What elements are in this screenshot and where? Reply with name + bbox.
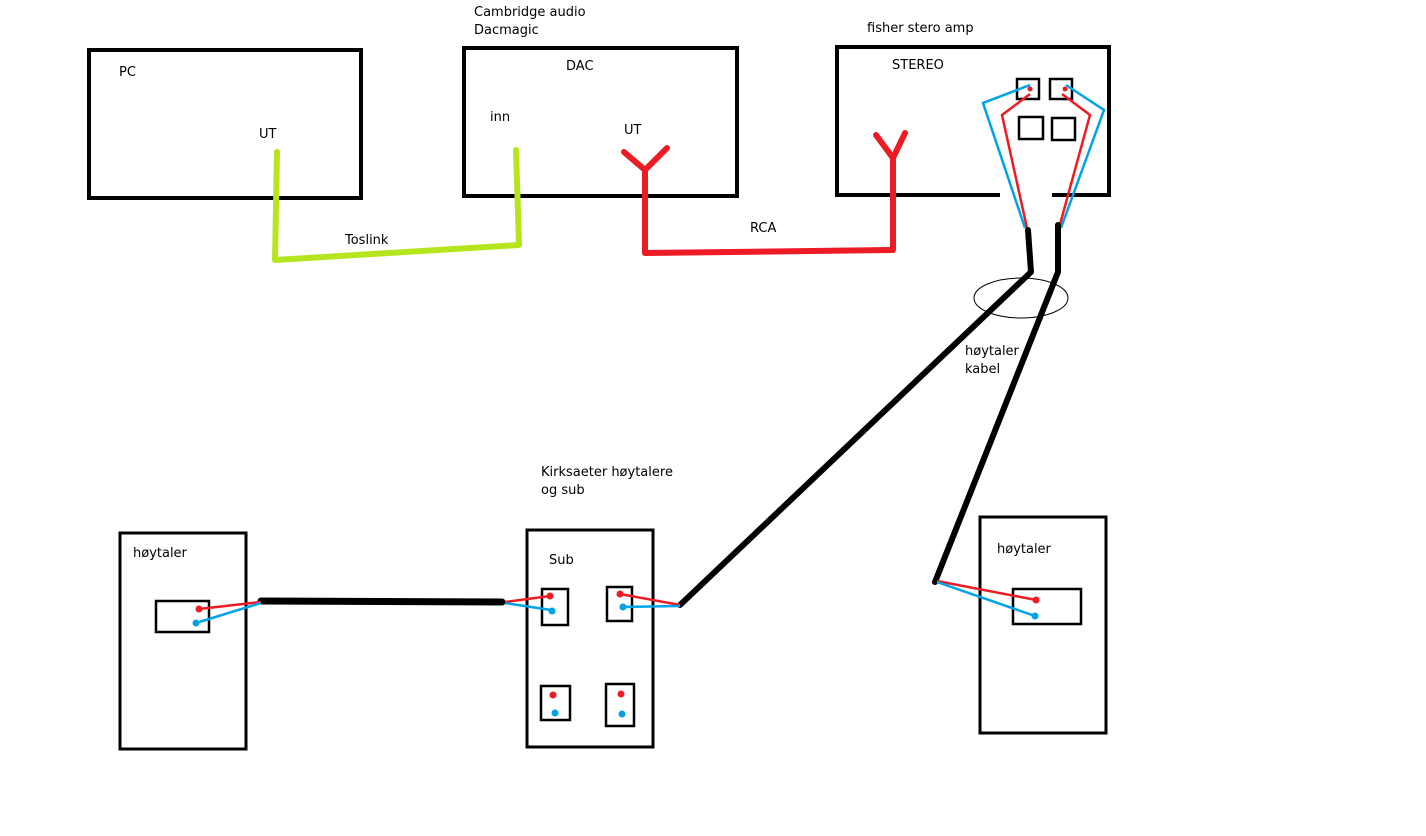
sub-box xyxy=(525,528,655,749)
amp-terminal xyxy=(1048,77,1074,101)
dac-brand-line1: Cambridge audio xyxy=(474,5,586,20)
amp-negative-wire-left xyxy=(981,83,1031,229)
amp-brand-label: fisher stero amp xyxy=(867,21,974,36)
dac-label: DAC xyxy=(566,59,594,74)
cable-label-line2: kabel xyxy=(965,362,1001,377)
rca-cable xyxy=(642,158,896,256)
pc-box xyxy=(87,48,363,200)
dac-in-label: inn xyxy=(490,110,511,125)
stereo-label: STEREO xyxy=(892,58,944,73)
right-speaker-box xyxy=(978,515,1108,735)
amp-terminal xyxy=(1050,116,1077,142)
pc-label: PC xyxy=(119,65,136,80)
amp-box xyxy=(835,45,1111,197)
left-speaker-label: høytaler xyxy=(133,546,187,561)
speakers-label-line2: og sub xyxy=(541,483,585,498)
sub-terminal xyxy=(540,587,570,627)
right-speaker-terminal xyxy=(1011,587,1083,626)
dac-brand-line2: Dacmagic xyxy=(474,23,539,38)
amp-terminal xyxy=(1017,115,1045,141)
dac-out-label: UT xyxy=(624,123,642,138)
dac-box xyxy=(462,46,739,198)
amp-negative-wire-right xyxy=(1059,83,1106,229)
sub-label: Sub xyxy=(549,553,574,568)
toslink-label: Toslink xyxy=(345,233,389,248)
speakers-label-line1: Kirksaeter høytalere xyxy=(541,465,673,480)
left-speaker-box xyxy=(118,531,248,751)
pc-out-label: UT xyxy=(259,127,277,142)
sub-terminal xyxy=(605,585,634,623)
sub-terminal xyxy=(604,682,636,728)
rca-label: RCA xyxy=(750,221,777,236)
speaker-cable-to-right-speaker xyxy=(932,222,1061,585)
rca-plug-amp xyxy=(873,130,908,161)
cable-marker-ellipse xyxy=(973,277,1069,319)
rca-plug-dac xyxy=(621,145,670,173)
right-speaker-label: høytaler xyxy=(997,542,1051,557)
toslink-cable xyxy=(272,147,522,263)
sub-to-left-speaker-cable xyxy=(257,597,506,606)
amp-positive-wire-right xyxy=(1057,93,1092,229)
sub-terminal xyxy=(539,684,572,722)
speaker-cable-to-sub xyxy=(677,227,1034,608)
cable-label-line1: høytaler xyxy=(965,344,1019,359)
left-speaker-terminal xyxy=(154,599,211,634)
amp-positive-wire-left xyxy=(1000,93,1031,229)
